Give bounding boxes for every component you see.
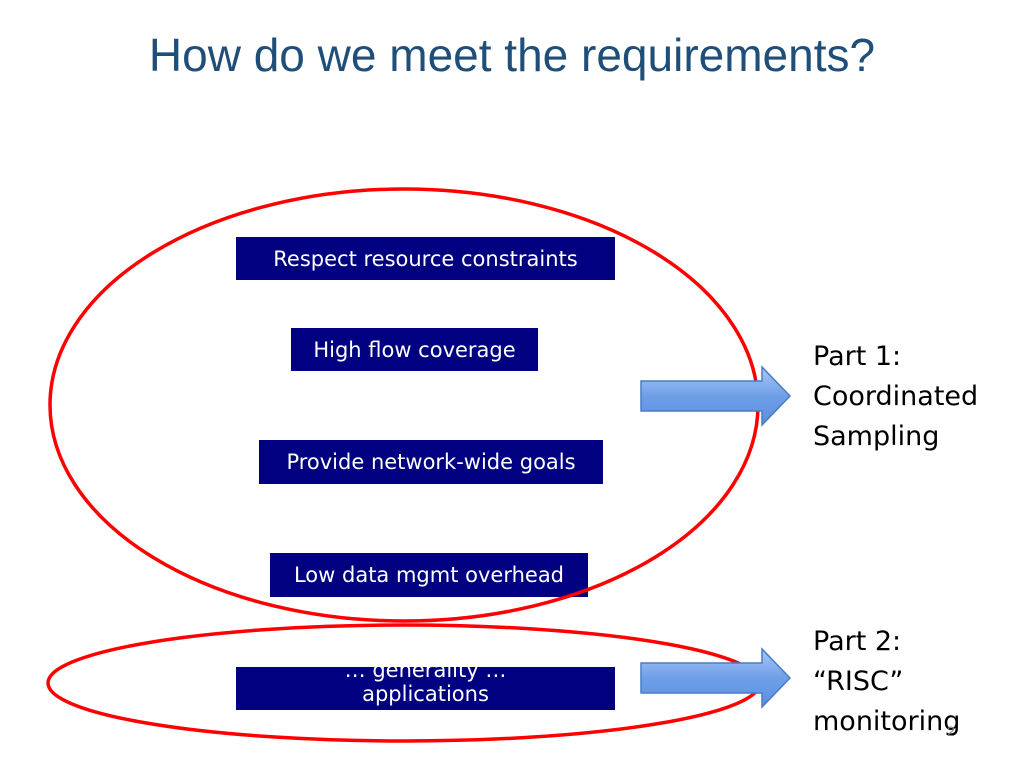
part-1-line-1: Part 1:: [813, 341, 902, 372]
requirement-box-applications: … generality … applications: [236, 667, 615, 710]
requirement-box-resource-constraints: Respect resource constraints: [236, 237, 615, 280]
slide-number: 2: [947, 723, 955, 739]
arrow-right-icon: [640, 647, 792, 709]
part-2-line-3: monitoring: [813, 706, 961, 737]
arrow-right-icon: [640, 365, 792, 427]
part-1-label: Part 1: Coordinated Sampling: [813, 337, 978, 457]
part-1-line-3: Sampling: [813, 421, 940, 452]
slide-title: How do we meet the requirements?: [148, 29, 876, 81]
part-2-label: Part 2: “RISC” monitoring: [813, 622, 960, 742]
part-2-line-1: Part 2:: [813, 626, 902, 657]
requirement-clipped-line: … generality …: [344, 667, 507, 682]
requirement-box-data-mgmt-overhead: Low data mgmt overhead: [270, 553, 588, 597]
requirement-box-network-wide-goals: Provide network-wide goals: [259, 440, 603, 484]
part-2-line-2: “RISC”: [813, 666, 904, 697]
requirement-visible-line: applications: [362, 682, 489, 706]
requirement-box-flow-coverage: High flow coverage: [291, 328, 538, 371]
part-1-line-2: Coordinated: [813, 381, 979, 412]
